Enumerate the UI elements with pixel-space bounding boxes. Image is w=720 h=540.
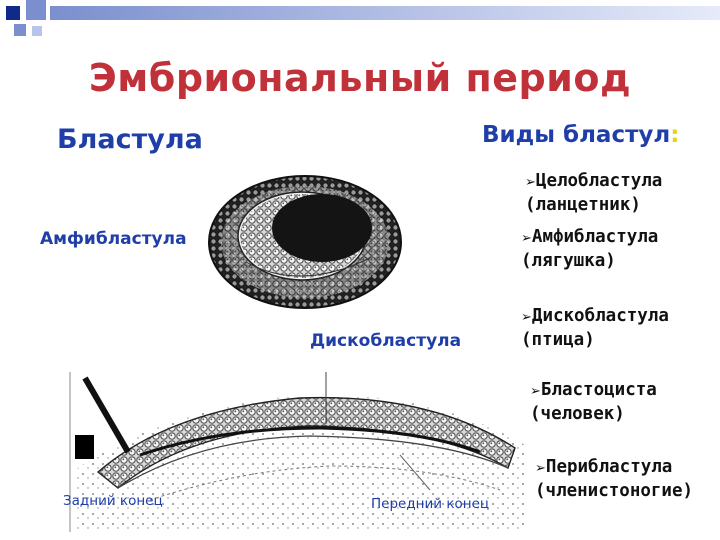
list-item-subtitle: (членистоногие) — [535, 481, 694, 501]
list-item-title: Дискобластула — [531, 306, 669, 326]
list-item-discoblastula: ➢Дискобластула (птица) — [521, 305, 669, 351]
amphiblastula-drawing — [208, 175, 402, 309]
label-amphiblastula: Амфибластула — [40, 229, 187, 249]
arrow-bullet-icon: ➢ — [535, 461, 546, 476]
arrow-bullet-icon: ➢ — [521, 231, 532, 246]
list-item-periblastula: ➢Перибластула (членистоногие) — [535, 456, 693, 502]
corner-decoration — [0, 0, 720, 50]
list-item-subtitle: (человек) — [530, 404, 625, 424]
list-item-title: Целобластула — [535, 171, 663, 191]
right-heading-colon: : — [670, 122, 680, 148]
label-anterior-end: Передний конец — [371, 496, 490, 512]
list-item-amphiblastula: ➢Амфибластула (лягушка) — [521, 226, 658, 272]
left-heading: Бластула — [57, 124, 203, 155]
list-item-title: Амфибластула — [531, 227, 659, 247]
arrow-bullet-icon: ➢ — [521, 310, 532, 325]
page-title: Эмбриональный период — [88, 56, 632, 100]
list-item-blastocyst: ➢Бластоциста (человек) — [530, 379, 657, 425]
discoblastula-drawing — [69, 372, 525, 532]
arrow-bullet-icon: ➢ — [525, 175, 536, 190]
right-heading-text: Виды бластул — [482, 122, 671, 148]
list-item-title: Перибластула — [545, 457, 673, 477]
label-posterior-end: Задний конец — [63, 493, 163, 509]
list-item-subtitle: (птица) — [521, 330, 595, 350]
list-item-title: Бластоциста — [540, 380, 657, 400]
right-heading: Виды бластул: — [482, 122, 679, 148]
list-item-celoblastula: ➢Целобластула (ланцетник) — [525, 170, 662, 216]
list-item-subtitle: (ланцетник) — [525, 195, 641, 215]
list-item-subtitle: (лягушка) — [521, 251, 616, 271]
arrow-bullet-icon: ➢ — [530, 384, 541, 399]
label-discoblastula: Дискобластула — [310, 331, 462, 351]
